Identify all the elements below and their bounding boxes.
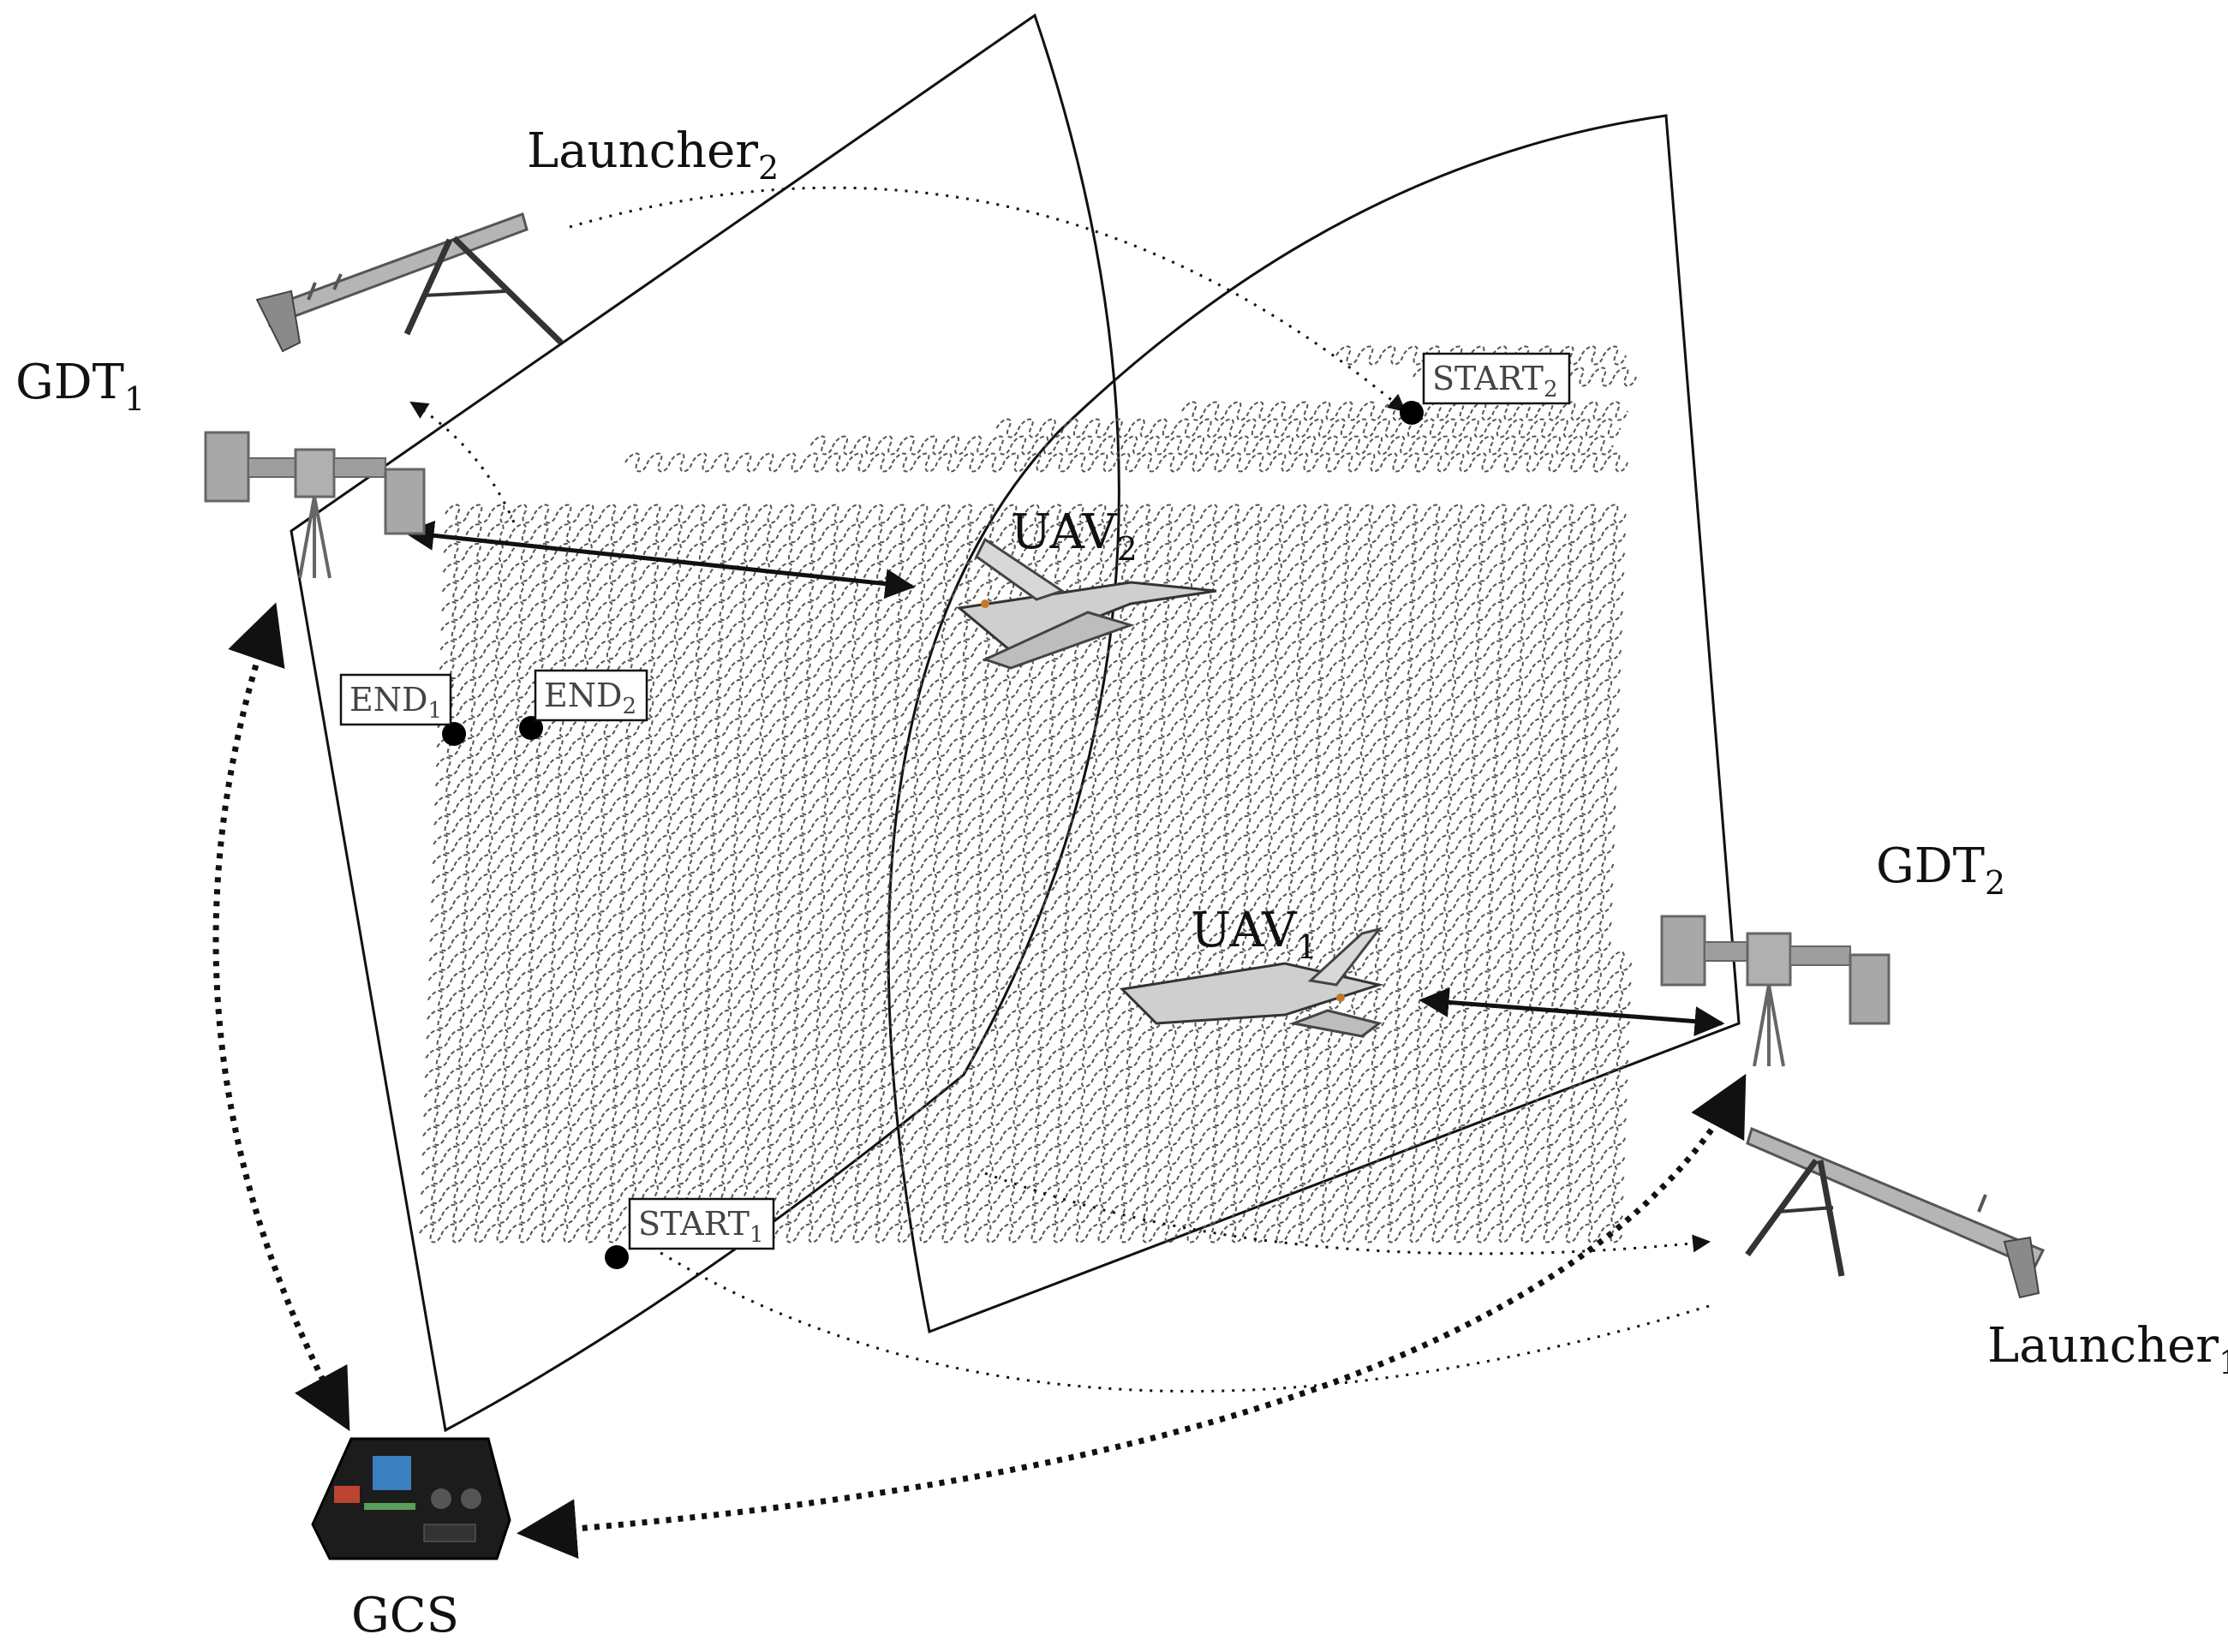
end1-label: END1 xyxy=(339,673,452,726)
launcher1-label: Launcher1 xyxy=(1987,1318,2228,1381)
flight-path-loop-row xyxy=(433,814,1616,835)
flight-path-loop-row xyxy=(420,1184,1625,1205)
start1-label: START1 xyxy=(628,1197,775,1250)
flight-path-loop-row xyxy=(433,834,1616,855)
trajectory-end2-to-launcher2 xyxy=(409,401,516,523)
flight-path-loop-row xyxy=(428,951,1634,971)
flight-path-loop-row xyxy=(426,1029,1631,1049)
flight-path-loop-row xyxy=(624,452,1628,473)
gdt1-label: GDT1 xyxy=(15,355,145,418)
launcher-icon xyxy=(255,212,564,353)
flight-path-loop-row xyxy=(424,1067,1629,1088)
flight-path-loop-row xyxy=(427,1009,1631,1029)
antenna-icon xyxy=(204,431,426,579)
start2-label: START2 xyxy=(1422,352,1571,405)
flight-path-loop-row xyxy=(430,912,1612,933)
end1-marker-dot xyxy=(442,722,466,746)
launcher2-label: Launcher2 xyxy=(527,123,779,187)
flight-path-loop-row xyxy=(422,1106,1628,1127)
uav-icon xyxy=(1119,927,1384,1038)
uav1-label: UAV1 xyxy=(1191,903,1317,966)
launcher-icon xyxy=(1745,1126,2046,1299)
trajectory-launcher2-to-start2 xyxy=(569,186,1407,413)
flight-path-loops xyxy=(419,345,1637,1243)
flight-path-loop-row xyxy=(421,1145,1627,1166)
flight-path-loop-row xyxy=(431,873,1614,893)
flight-path-loop-row xyxy=(432,854,1615,874)
gdt2-label: GDT2 xyxy=(1876,838,2005,902)
uav-icon xyxy=(956,537,1217,670)
control-console-icon xyxy=(311,1437,511,1560)
start2-marker-dot xyxy=(1400,401,1424,425)
flight-path-loop-row xyxy=(427,970,1633,991)
flight-path-loop-row xyxy=(995,418,1622,438)
flight-path-loop-row xyxy=(425,1048,1630,1069)
flight-path-loop-row xyxy=(423,1087,1628,1107)
coverage-sector-gdt2 xyxy=(887,114,1741,1334)
svg-text:START2: START2 xyxy=(1432,360,1558,403)
flight-path-loop-row xyxy=(435,756,1618,777)
link-uav1-gdt2 xyxy=(1419,987,1725,1037)
flight-path-loop-row xyxy=(809,435,1614,456)
flight-path-loop-row xyxy=(419,1223,1623,1243)
trajectory-launcher1-to-start1 xyxy=(628,1232,1710,1393)
flight-path-loop-row xyxy=(421,1165,1626,1185)
link-gdt1-uav2 xyxy=(403,520,916,599)
svg-text:END2: END2 xyxy=(544,677,636,719)
flight-path-loop-row xyxy=(429,931,1612,951)
link-gcs-gdt2 xyxy=(517,1073,1747,1560)
flight-path-loop-row xyxy=(430,892,1613,913)
antenna-icon xyxy=(1660,915,1891,1067)
gcs-label: GCS xyxy=(351,1588,459,1643)
flight-path-loop-row xyxy=(433,796,1616,816)
link-gcs-gdt1 xyxy=(212,602,350,1432)
uav2-label: UAV2 xyxy=(1011,504,1138,568)
flight-path-loop-row xyxy=(434,776,1617,796)
flight-path-loop-row xyxy=(437,718,1620,738)
start1-marker-dot xyxy=(605,1245,629,1269)
svg-text:END1: END1 xyxy=(349,681,442,724)
svg-text:START1: START1 xyxy=(638,1205,764,1248)
end2-label: END2 xyxy=(534,669,648,722)
flight-path-loop-row xyxy=(427,990,1632,1011)
flight-path-loop-row xyxy=(419,1203,1624,1224)
flight-path-loop-row xyxy=(436,737,1619,757)
end2-marker-dot xyxy=(519,716,543,740)
